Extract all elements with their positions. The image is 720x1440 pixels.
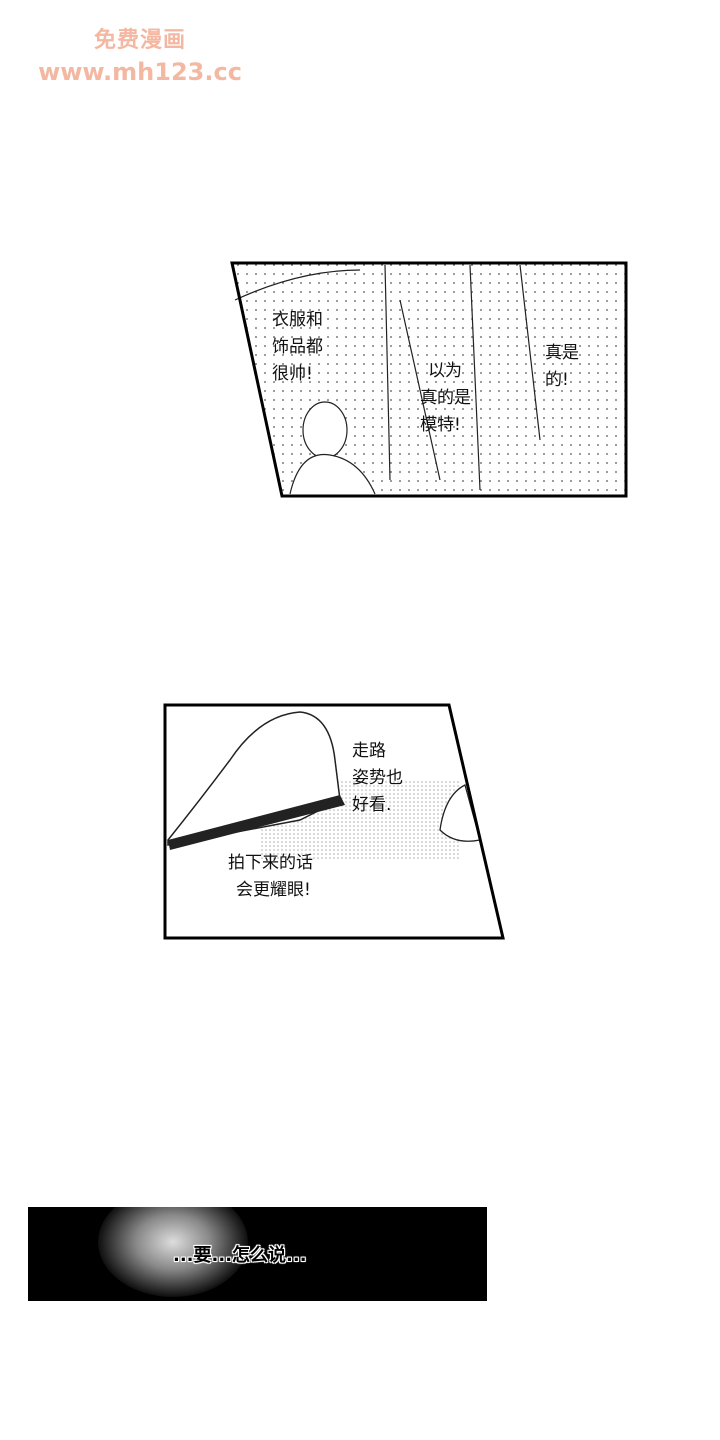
speech-line: 走路 <box>352 741 386 761</box>
speech-text-what-to-say: ...要...怎么说... <box>173 1245 307 1266</box>
speech-line: 模特! <box>420 415 461 435</box>
speech-line: 以为 <box>428 361 462 381</box>
speech-text-really: 真是 的! <box>545 340 579 394</box>
speech-line: 真的是 <box>420 388 471 408</box>
speech-line: 姿势也 <box>352 768 403 788</box>
speech-line: 会更耀眼! <box>236 880 311 900</box>
speech-line: 真是 <box>545 343 579 363</box>
speech-line: 饰品都 <box>272 337 323 357</box>
speech-text-model: 以为 真的是 模特! <box>420 358 471 439</box>
panel-3: ...要...怎么说... <box>28 1207 487 1301</box>
speech-line: 拍下来的话 <box>228 853 313 873</box>
watermark-title: 免费漫画 <box>93 28 186 53</box>
panel-3-highlight <box>98 1207 248 1297</box>
speech-text-walk: 走路 姿势也 好看. <box>352 738 403 819</box>
speech-line: 的! <box>545 370 569 390</box>
speech-text-clothes: 衣服和 饰品都 很帅! <box>272 307 323 388</box>
speech-line: 好看. <box>352 795 392 815</box>
speech-text-photo: 拍下来的话 会更耀眼! <box>228 850 313 904</box>
speech-line: 衣服和 <box>272 310 323 330</box>
watermark-url: www.mh123.cc <box>38 58 242 86</box>
panel-2 <box>163 703 505 940</box>
panel-1 <box>230 261 628 498</box>
speech-line: 很帅! <box>272 364 313 384</box>
